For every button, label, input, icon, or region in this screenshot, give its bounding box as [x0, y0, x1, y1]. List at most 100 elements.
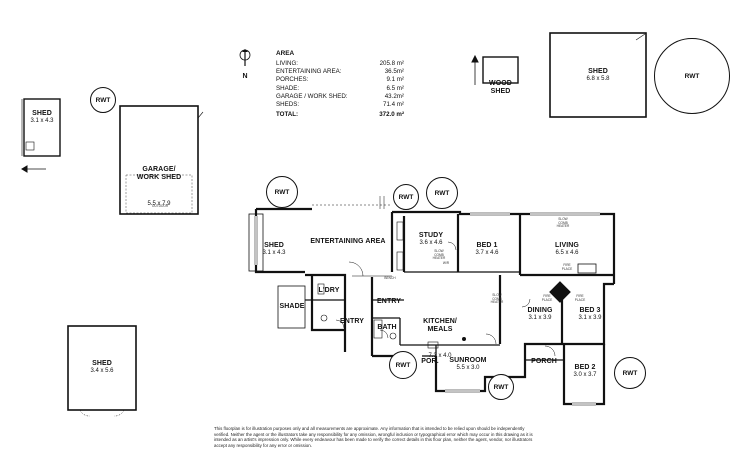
- heater-label-living: SLOW COMB HEATER: [556, 217, 570, 229]
- room-name: BED 1: [476, 242, 498, 249]
- rwt-label: RWT: [684, 72, 700, 80]
- room-bath: BATH: [374, 324, 400, 332]
- area-total-value: 372.0 m²: [379, 111, 404, 119]
- room-name: STUDY: [418, 232, 444, 239]
- room-name: POR.: [421, 358, 439, 365]
- shed-bottom-outline: [67, 325, 137, 411]
- rwt-tank-entertaining-right: RWT: [393, 184, 419, 210]
- room-entertaining: ENTERTAINING AREA: [300, 238, 396, 246]
- rwt-label: RWT: [395, 361, 411, 369]
- room-name: ENTRY: [340, 318, 364, 325]
- room-bed1: BED 1 3.7 x 4.6: [460, 242, 514, 257]
- room-dims: 3.0 x 3.7: [573, 372, 597, 379]
- room-name: SHED: [264, 242, 284, 249]
- area-row-value: 36.5m²: [384, 68, 404, 76]
- fireplace-label-dining: FIRE PLACE: [541, 294, 553, 302]
- room-study: STUDY 3.6 x 4.6: [406, 232, 456, 247]
- area-row: LIVING: 205.8 m²: [276, 60, 404, 68]
- area-row: SHEDS: 71.4 m²: [276, 101, 404, 109]
- rwt-label: RWT: [434, 189, 450, 197]
- room-name: L'DRY: [318, 287, 340, 294]
- north-arrow: N: [238, 48, 252, 80]
- area-row-label: PORCHES:: [276, 76, 309, 84]
- room-name: PORCH: [531, 358, 557, 365]
- room-name: SHADE: [279, 303, 305, 310]
- garage-outline: [119, 105, 199, 215]
- heater-label-kitchen: SLOW COMB HEATER: [490, 293, 504, 305]
- rwt-tank-study: RWT: [426, 177, 458, 209]
- room-living: LIVING 6.5 x 4.6: [522, 242, 612, 257]
- room-name: SHED: [588, 68, 608, 75]
- area-row: ENTERTAINING AREA: 36.5m²: [276, 68, 404, 76]
- rwt-tank-bed2: RWT: [614, 357, 646, 389]
- shed-house-outline: [248, 213, 264, 272]
- room-shade: SHADE: [278, 303, 306, 311]
- room-shed-bottom: SHED 3.4 x 5.6: [68, 360, 136, 375]
- rwt-label: RWT: [95, 96, 111, 104]
- north-label: N: [242, 73, 248, 80]
- shed-topleft-outline: [23, 98, 61, 157]
- outdoor-label: OUTDOOR: [151, 204, 169, 208]
- room-dims: 3.7 x 4.6: [475, 250, 499, 257]
- room-garage: GARAGE/ WORK SHED 5.5 x 7.9: [120, 148, 198, 226]
- bench-label: BENCH: [384, 276, 396, 280]
- room-dims: 3.1 x 3.9: [578, 315, 602, 322]
- area-row-label: GARAGE / WORK SHED:: [276, 92, 348, 100]
- room-name: KITCHEN/ MEALS: [423, 318, 457, 334]
- room-name: DINING: [527, 307, 553, 314]
- room-por: POR.: [420, 358, 440, 366]
- room-entry-side: ENTRY: [333, 318, 371, 326]
- shade-outline: [277, 285, 306, 329]
- heater-label-study: SLOW COMB HEATER: [432, 249, 446, 261]
- area-row: SHADE: 6.5 m²: [276, 85, 404, 93]
- area-row-label: SHADE:: [276, 84, 300, 92]
- room-dims: 3.4 x 5.6: [90, 368, 114, 375]
- area-row: PORCHES:9.1 m²: [276, 76, 404, 84]
- room-porch: PORCH: [526, 358, 562, 366]
- room-name: ENTRY: [377, 298, 401, 305]
- room-dims: 3.1 x 4.3: [262, 250, 286, 257]
- room-wood-shed: WOOD SHED: [483, 62, 518, 115]
- area-row-value: 6.5 m²: [386, 84, 404, 92]
- room-dims: 5.5 x 3.0: [456, 365, 480, 372]
- rwt-label: RWT: [493, 383, 509, 391]
- room-name: SHED: [32, 110, 52, 117]
- room-name: WOOD SHED: [489, 80, 512, 96]
- north-arrow-icon: [239, 49, 251, 66]
- room-bed3: BED 3 3.1 x 3.9: [568, 307, 612, 322]
- fireplace-label-living: FIRE PLACE: [561, 263, 573, 271]
- area-row-value: 205.8 m²: [379, 60, 404, 67]
- wir-label: W/R: [442, 261, 450, 265]
- room-shed-topright: SHED 6.8 x 5.8: [550, 68, 646, 83]
- area-total-row: TOTAL: 372.0 m²: [276, 111, 404, 119]
- rwt-label: RWT: [622, 369, 638, 377]
- room-dims: 7.3 x 4.0: [428, 352, 452, 359]
- room-name: SHED: [92, 360, 112, 367]
- room-shed-topleft: SHED 3.1 x 4.3: [24, 110, 60, 125]
- area-row-value: 71.4 m²: [383, 100, 404, 108]
- rwt-tank-entertaining-left: RWT: [266, 176, 298, 208]
- room-ldry: L'DRY: [314, 287, 344, 295]
- room-name: ENTERTAINING AREA: [310, 238, 386, 245]
- area-row: GARAGE / WORK SHED: 43.2m²: [276, 93, 404, 101]
- area-heading: AREA: [276, 50, 295, 57]
- area-schedule: AREA LIVING: 205.8 m² ENTERTAINING AREA: 36…: [276, 50, 404, 119]
- room-dining: DINING 3.1 x 3.9: [518, 307, 562, 322]
- room-dims: 6.5 x 4.6: [555, 250, 579, 257]
- area-row-label: LIVING:: [276, 60, 299, 67]
- room-name: BED 2: [574, 364, 596, 371]
- room-name: BATH: [377, 324, 397, 331]
- rwt-tank-por: RWT: [389, 351, 417, 379]
- rwt-tank-topright: RWT: [654, 38, 730, 114]
- room-name: LIVING: [555, 242, 579, 249]
- wood-shed-outline: [482, 56, 519, 84]
- shed-topright-outline: [549, 32, 647, 118]
- room-name: GARAGE/ WORK SHED: [136, 166, 182, 182]
- room-entry-main: ENTRY: [372, 298, 406, 306]
- room-sunroom: SUNROOM 5.5 x 3.0: [440, 357, 496, 372]
- room-dims: 5.5 x 7.9: [147, 200, 171, 207]
- area-row-value: 43.2m²: [384, 92, 404, 100]
- area-row-label: SHEDS:: [276, 100, 300, 108]
- area-row-label: ENTERTAINING AREA:: [276, 68, 342, 76]
